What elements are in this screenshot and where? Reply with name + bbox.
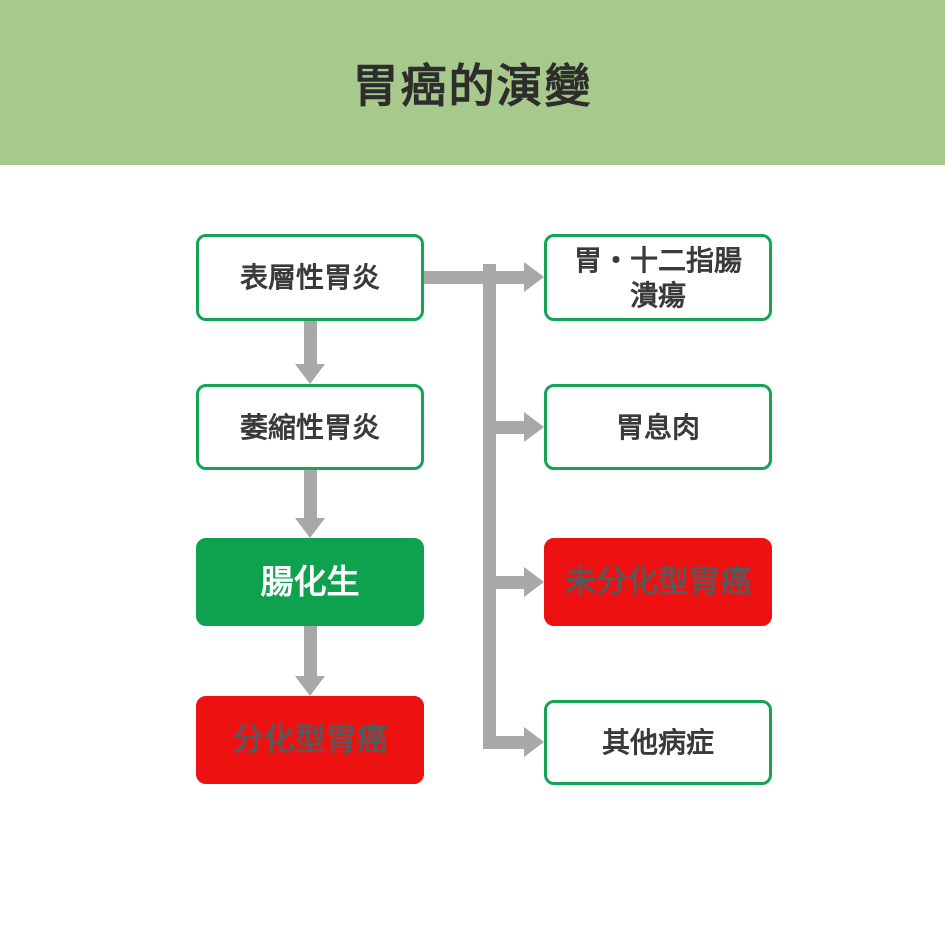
arrow-head bbox=[524, 727, 544, 757]
connector-trunk bbox=[483, 264, 496, 749]
box-intestinal-metaplasia: 腸化生 bbox=[196, 538, 424, 626]
arrow-head bbox=[524, 412, 544, 442]
box-gastric-polyp: 胃息肉 bbox=[544, 384, 772, 470]
box-undifferentiated-gastric-cancer: 未分化型胃癌 bbox=[544, 538, 772, 626]
arrow-head bbox=[524, 567, 544, 597]
arrow-shaft bbox=[490, 575, 524, 589]
box-atrophic-gastritis: 萎縮性胃炎 bbox=[196, 384, 424, 470]
right-arrow-icon-1 bbox=[424, 262, 544, 292]
arrow-head bbox=[295, 676, 325, 696]
right-arrow-icon-2 bbox=[490, 412, 544, 442]
arrow-shaft bbox=[490, 420, 524, 434]
box-superficial-gastritis: 表層性胃炎 bbox=[196, 234, 424, 321]
box-other-diseases: 其他病症 bbox=[544, 700, 772, 785]
down-arrow-icon-1 bbox=[295, 321, 325, 384]
arrow-shaft bbox=[303, 470, 317, 518]
right-arrow-icon-4 bbox=[490, 727, 544, 757]
down-arrow-icon-2 bbox=[295, 470, 325, 538]
right-arrow-icon-3 bbox=[490, 567, 544, 597]
down-arrow-icon-3 bbox=[295, 626, 325, 696]
arrow-head bbox=[524, 262, 544, 292]
page-title: 胃癌的演變 bbox=[352, 59, 593, 112]
arrow-shaft bbox=[424, 270, 524, 284]
header-band: 胃癌的演變 bbox=[0, 0, 945, 165]
arrow-head bbox=[295, 518, 325, 538]
arrow-shaft bbox=[303, 626, 317, 676]
arrow-shaft bbox=[303, 321, 317, 364]
arrow-head bbox=[295, 364, 325, 384]
arrow-shaft bbox=[490, 735, 524, 749]
box-gastric-duodenal-ulcer: 胃・十二指腸 潰瘍 bbox=[544, 234, 772, 321]
box-differentiated-gastric-cancer: 分化型胃癌 bbox=[196, 696, 424, 784]
